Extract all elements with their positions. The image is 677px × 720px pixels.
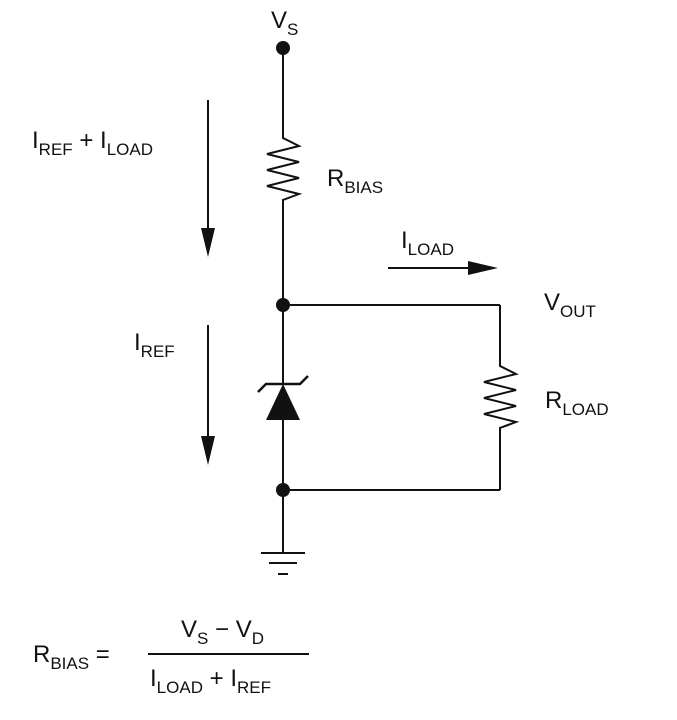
label-rload: RLOAD: [545, 387, 609, 419]
arrow-iload: [388, 261, 498, 275]
rbias-resistor: [266, 130, 303, 204]
ground-icon: [261, 552, 305, 575]
label-iload: ILOAD: [401, 227, 454, 259]
node-vout: [276, 298, 290, 312]
node-ground: [276, 483, 290, 497]
formula-denominator: ILOAD + IREF: [150, 665, 271, 697]
label-vs: VS: [271, 7, 298, 39]
label-vout: VOUT: [544, 289, 596, 321]
label-rbias: RBIAS: [327, 165, 383, 197]
arrow-iref: [201, 325, 215, 465]
label-iref-plus-iload: IREF + ILOAD: [32, 127, 153, 159]
node-vs: [276, 41, 290, 55]
arrow-iref-iload: [201, 100, 215, 257]
formula-lhs: RBIAS =: [33, 641, 110, 673]
zener-diode-icon: [257, 375, 309, 420]
wires: [266, 48, 520, 553]
formula-numerator: VS − VD: [181, 616, 264, 648]
label-iref: IREF: [134, 329, 175, 361]
rload-resistor: [483, 360, 520, 432]
